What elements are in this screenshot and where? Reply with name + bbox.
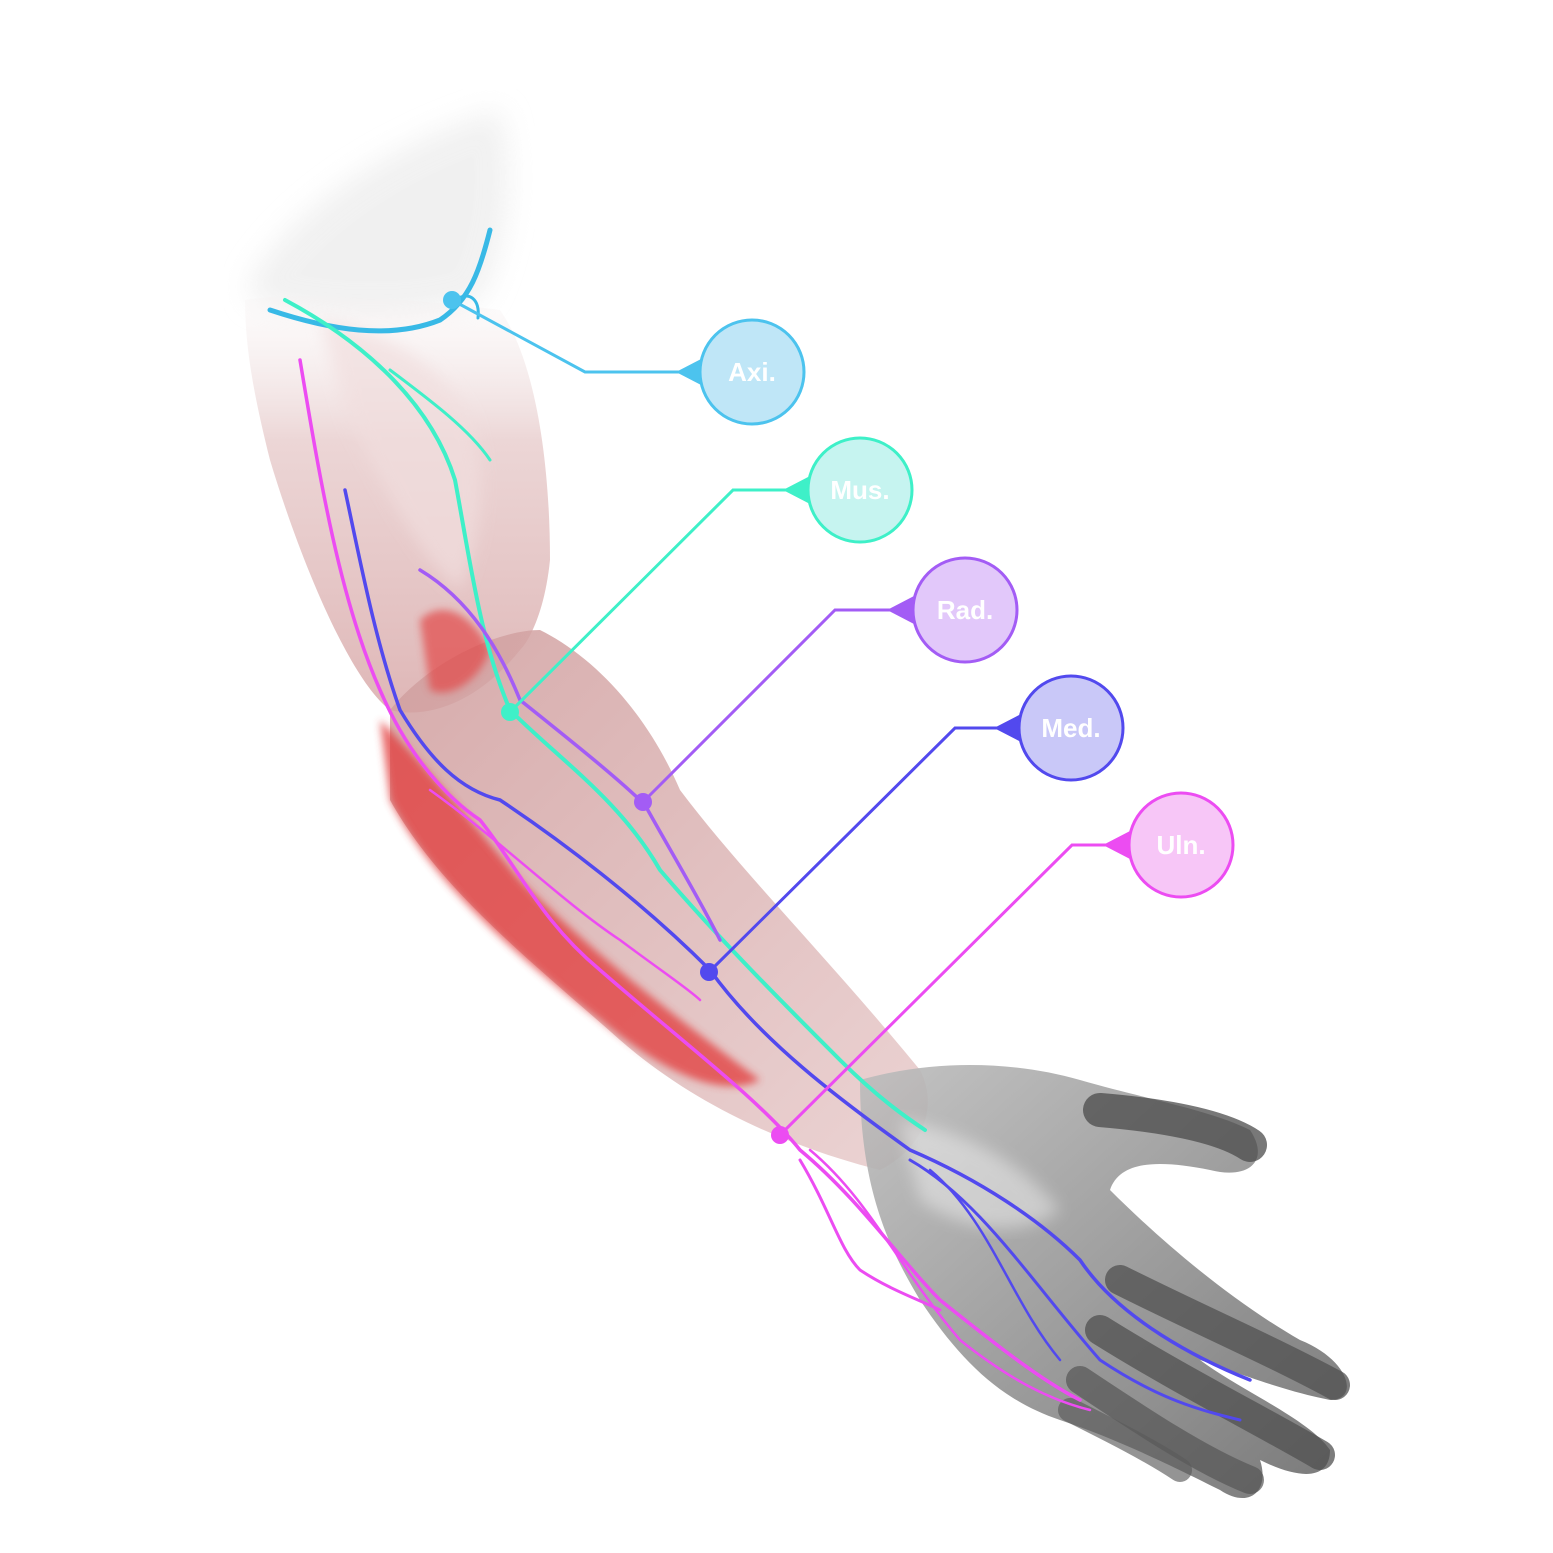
nerve-median-branch-b — [928, 1168, 1062, 1362]
finger-thumb — [1083, 1093, 1267, 1162]
leader-line-axi — [451, 298, 700, 374]
callout-mus: Mus. — [501, 436, 914, 721]
nerve-axillary — [267, 227, 493, 334]
leader-line-rad — [641, 608, 912, 804]
bubble-label-axi: Axi. — [728, 357, 776, 387]
bubble-label-med: Med. — [1041, 713, 1100, 743]
anchor-dot-axi — [443, 291, 461, 309]
callouts: Axi. Mus. Rad. Med. — [443, 291, 1235, 1144]
anchor-dot-med — [700, 963, 718, 981]
anchor-dot-mus — [501, 703, 519, 721]
bubble-axi — [698, 318, 806, 426]
bubble-label-mus: Mus. — [830, 475, 889, 505]
forearm — [390, 630, 928, 1170]
pointer-mus — [783, 476, 810, 504]
anchor-dot-uln — [771, 1126, 789, 1144]
nerve-musculocutaneous — [283, 298, 927, 1132]
red-muscle-elbow — [420, 610, 490, 693]
finger-ring — [1066, 1366, 1264, 1494]
bubble-uln — [1127, 791, 1235, 899]
finger-middle — [1085, 1315, 1335, 1470]
finger-little — [1058, 1398, 1192, 1482]
bubble-rad — [911, 556, 1019, 664]
nerve-ulnar-branch-a — [798, 1158, 942, 1312]
callout-rad: Rad. — [634, 556, 1019, 811]
callout-uln: Uln. — [771, 791, 1235, 1144]
pointer-axi — [676, 358, 703, 386]
nerve-ulnar-branch-c — [428, 788, 702, 1002]
nerve-ulnar — [298, 358, 1082, 1402]
pointer-uln — [1103, 831, 1130, 859]
bubble-med — [1017, 674, 1125, 782]
callout-med: Med. — [700, 674, 1125, 981]
bubble-label-uln: Uln. — [1156, 830, 1205, 860]
bubble-mus — [806, 436, 914, 544]
hand-bones — [900, 1120, 1060, 1229]
arm-illustration — [245, 110, 1350, 1499]
anchor-dot-rad — [634, 793, 652, 811]
biceps-highlight — [320, 320, 481, 590]
pointer-med — [994, 714, 1021, 742]
nerve-radial — [418, 568, 722, 942]
callout-axi: Axi. — [443, 291, 806, 426]
nerve-musculocutaneous-branch — [388, 368, 492, 462]
bubble-label-rad: Rad. — [937, 595, 993, 625]
nerve-median-branch-a — [908, 1158, 1242, 1422]
nerve-ulnar-branch-b — [808, 1148, 1092, 1412]
finger-index — [1105, 1265, 1350, 1400]
shoulder-fade — [250, 110, 509, 315]
pointer-rad — [887, 596, 914, 624]
